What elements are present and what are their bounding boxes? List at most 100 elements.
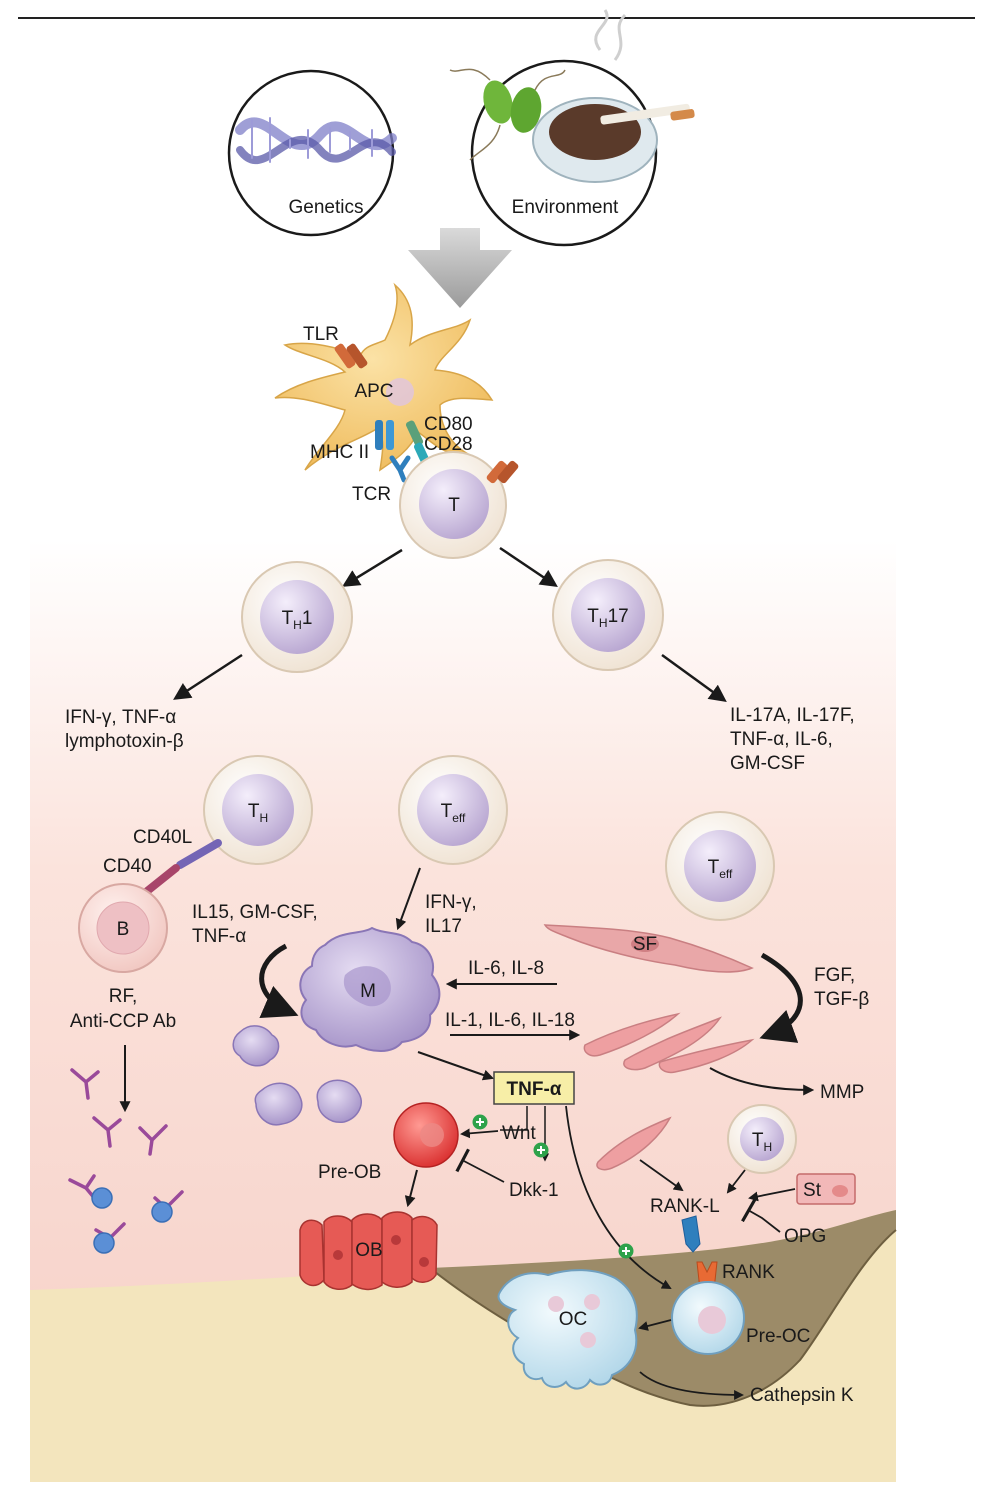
cd40-label: CD40 bbox=[103, 856, 152, 877]
th17-output-line-3: GM-CSF bbox=[730, 753, 805, 774]
plus-icon-pre-oc bbox=[618, 1243, 634, 1259]
th1-output-line-2: lymphotoxin-β bbox=[65, 731, 184, 752]
wnt-label: Wnt bbox=[502, 1123, 537, 1144]
genetics-panel: Genetics bbox=[227, 69, 397, 237]
ashtray-icon bbox=[532, 9, 695, 183]
bacteria-icon bbox=[449, 68, 566, 161]
il15-label-line-2: TNF-α bbox=[192, 926, 246, 947]
arrow-th-to-rankl bbox=[726, 1169, 746, 1194]
tnf-alpha-box bbox=[493, 1071, 575, 1105]
erosion-pit bbox=[430, 1210, 896, 1406]
tcr-receptor bbox=[389, 455, 411, 483]
th1-label: TH1 bbox=[282, 608, 313, 632]
t-cell-label: T bbox=[448, 495, 460, 516]
fgf-label-line-2: TGF-β bbox=[814, 989, 869, 1010]
arrow-wnt-to-pre-ob bbox=[460, 1128, 499, 1139]
arrow-fibroblast-to-rankl bbox=[639, 1159, 684, 1192]
arrow-tnf-to-wnt bbox=[500, 1106, 528, 1131]
genetics-label: Genetics bbox=[289, 197, 364, 218]
small-macrophages bbox=[232, 1025, 362, 1126]
plus-icon-wnt bbox=[472, 1114, 488, 1130]
cd40-receptor bbox=[142, 864, 180, 896]
pre-oc-cell bbox=[671, 1281, 745, 1355]
arrow-teff-to-macrophage bbox=[395, 867, 421, 931]
rf-label-line-2: Anti-CCP Ab bbox=[70, 1011, 176, 1032]
apc-cell: APC bbox=[274, 282, 494, 472]
th17-output-line-2: TNF-α, IL-6, bbox=[730, 729, 833, 750]
cd28-label: CD28 bbox=[424, 434, 473, 455]
osteoblasts: OB bbox=[299, 1211, 438, 1291]
arrow-pre-ob-to-ob bbox=[404, 1169, 418, 1208]
rankl-ligand-icon bbox=[681, 1215, 701, 1253]
rank-label: RANK bbox=[722, 1262, 775, 1283]
th17-cell: TH17 bbox=[552, 559, 664, 671]
macrophage-cell: M bbox=[299, 926, 441, 1052]
apc-label: APC bbox=[354, 381, 393, 402]
st-label: St bbox=[803, 1180, 822, 1201]
b-cell-label: B bbox=[117, 919, 130, 940]
input-arrow bbox=[408, 228, 512, 308]
sf-label: SF bbox=[633, 934, 657, 955]
environment-label: Environment bbox=[512, 197, 619, 218]
stromal-cell: St bbox=[796, 1173, 856, 1205]
arrow-macrophage-to-tnf bbox=[417, 1051, 495, 1081]
tlr-label: TLR bbox=[303, 324, 339, 345]
inhibit-opg-to-rankl bbox=[741, 1198, 781, 1233]
teff-cell-right: Teff bbox=[665, 811, 775, 921]
arrow-t-to-th17 bbox=[499, 546, 558, 587]
mhc-ii-label: MHC II bbox=[310, 442, 369, 463]
tnf-alpha-label: TNF-α bbox=[507, 1079, 562, 1100]
arrow-tnf-to-pre-oc bbox=[565, 1105, 672, 1289]
arrow-st-to-rankl bbox=[748, 1188, 796, 1202]
teff-right-label: Teff bbox=[708, 857, 733, 881]
synovial-fibroblast: SF bbox=[543, 924, 754, 973]
antigen-icons bbox=[91, 1187, 173, 1254]
rankl-label: RANK-L bbox=[650, 1196, 720, 1217]
cd40l-label: CD40L bbox=[133, 827, 192, 848]
inhibit-dkk-to-pre-ob bbox=[455, 1148, 505, 1183]
environment-panel: Environment bbox=[449, 9, 695, 247]
ob-label: OB bbox=[355, 1240, 382, 1261]
arrow-il15-to-macrophage bbox=[259, 943, 299, 1019]
arrow-oc-to-cathepsin bbox=[639, 1371, 744, 1400]
t-cell-receptor-icon bbox=[486, 460, 519, 484]
activated-fibroblasts bbox=[583, 1012, 755, 1171]
teff-cell-center: Teff bbox=[398, 755, 508, 865]
th-helper-cell: TH bbox=[203, 755, 313, 865]
dna-icon bbox=[235, 117, 397, 165]
dkk-label: Dkk-1 bbox=[509, 1180, 559, 1201]
arrow-fibroblasts-to-mmp bbox=[709, 1067, 815, 1096]
th17-label: TH17 bbox=[587, 606, 628, 630]
arrow-th1-output bbox=[173, 653, 243, 700]
il15-label-line-1: IL15, GM-CSF, bbox=[192, 902, 318, 923]
mhc-ii-receptor bbox=[375, 420, 394, 450]
cd40l-ligand bbox=[176, 839, 222, 869]
rf-label-line-1: RF, bbox=[109, 986, 138, 1007]
tlr-receptor bbox=[334, 343, 368, 369]
th1-cell: TH1 bbox=[241, 561, 353, 673]
pre-ob-cell bbox=[393, 1102, 459, 1168]
t-cell: T bbox=[399, 451, 507, 559]
b-cell: B bbox=[78, 883, 168, 973]
th1-output-line-1: IFN-γ, TNF-α bbox=[65, 707, 176, 728]
ifn-label-line-1: IFN-γ, bbox=[425, 892, 477, 913]
tcr-label: TCR bbox=[352, 484, 391, 505]
arrow-t-to-th1 bbox=[342, 548, 403, 587]
arrow-th17-output bbox=[661, 653, 727, 703]
plus-icon-dkk bbox=[533, 1142, 549, 1158]
th-small-label: TH bbox=[752, 1130, 772, 1154]
oc-label: OC bbox=[559, 1309, 588, 1330]
osteoclast-cell: OC bbox=[497, 1269, 638, 1390]
cd80-label: CD80 bbox=[424, 414, 473, 435]
il1-label: IL-1, IL-6, IL-18 bbox=[445, 1010, 575, 1031]
arrow-pre-oc-to-oc bbox=[638, 1319, 672, 1331]
cathepsin-label: Cathepsin K bbox=[750, 1385, 854, 1406]
pre-ob-label: Pre-OB bbox=[318, 1162, 381, 1183]
il6-il8-label: IL-6, IL-8 bbox=[468, 958, 544, 979]
th-small-cell: TH bbox=[727, 1104, 797, 1174]
teff-center-label: Teff bbox=[441, 801, 466, 825]
fgf-label-line-1: FGF, bbox=[814, 965, 855, 986]
th17-output-line-1: IL-17A, IL-17F, bbox=[730, 705, 855, 726]
opg-label: OPG bbox=[784, 1226, 826, 1247]
